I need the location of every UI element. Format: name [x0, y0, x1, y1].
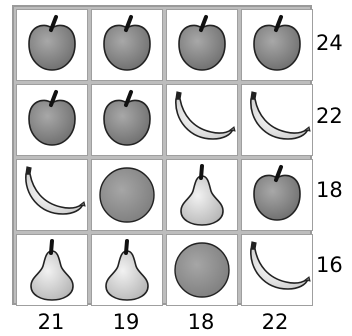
grid-cell-r1-c3 [166, 9, 238, 81]
grid-cell-r3-c3 [166, 159, 238, 231]
pear-icon [92, 235, 162, 305]
grid-cell-r2-c3 [166, 84, 238, 156]
fruit-grid [12, 5, 313, 306]
grid-cell-r4-c4 [241, 234, 313, 306]
col-sum-3: 18 [187, 310, 215, 334]
row-sum-2: 22 [316, 104, 343, 128]
pear-icon [17, 235, 87, 305]
col-sum-1: 21 [37, 310, 65, 334]
grid-cell-r3-c2 [91, 159, 163, 231]
grid-cell-r3-c4 [241, 159, 313, 231]
row-sum-1: 24 [316, 31, 343, 55]
ball-icon [92, 160, 162, 230]
ball-icon [167, 235, 237, 305]
apple-icon [242, 160, 312, 230]
grid-cell-r4-c3 [166, 234, 238, 306]
col-sum-2: 19 [112, 310, 140, 334]
row-sum-3: 18 [316, 178, 343, 202]
apple-icon [167, 10, 237, 80]
grid-cell-r4-c1 [16, 234, 88, 306]
banana-icon [242, 85, 312, 155]
banana-icon [167, 85, 237, 155]
banana-icon [17, 160, 87, 230]
grid-cell-r2-c4 [241, 84, 313, 156]
grid-cell-r1-c4 [241, 9, 313, 81]
apple-icon [92, 10, 162, 80]
grid-cell-r1-c1 [16, 9, 88, 81]
grid-cell-r1-c2 [91, 9, 163, 81]
apple-icon [17, 85, 87, 155]
col-sum-4: 22 [261, 310, 289, 334]
grid-cell-r2-c1 [16, 84, 88, 156]
apple-icon [17, 10, 87, 80]
grid-cell-r2-c2 [91, 84, 163, 156]
banana-icon [242, 235, 312, 305]
apple-icon [92, 85, 162, 155]
grid-cell-r4-c2 [91, 234, 163, 306]
row-sum-4: 16 [316, 253, 343, 277]
pear-icon [167, 160, 237, 230]
grid-cell-r3-c1 [16, 159, 88, 231]
apple-icon [242, 10, 312, 80]
